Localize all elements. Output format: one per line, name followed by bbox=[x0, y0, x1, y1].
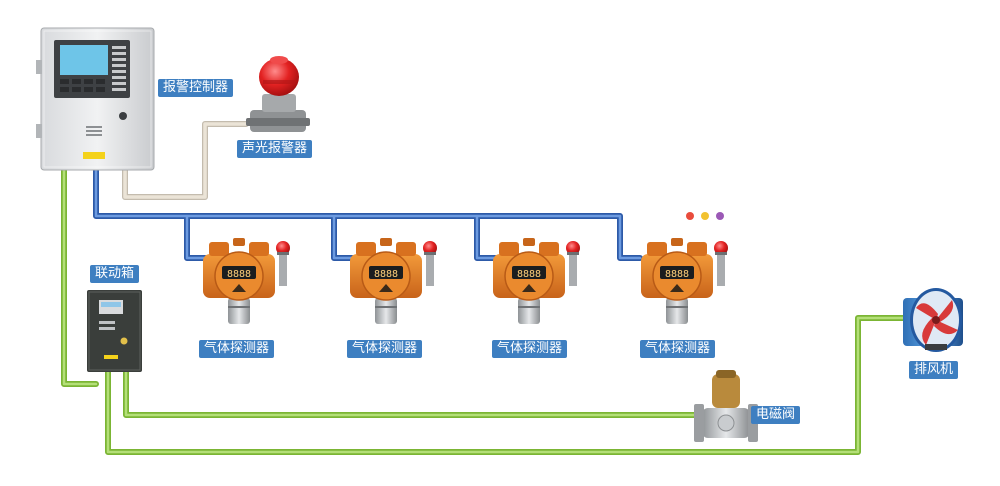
detector-4-readout: 8888 bbox=[665, 269, 689, 280]
label-solenoid-valve: 电磁阀 bbox=[751, 406, 801, 424]
label-gas-detector-3: 气体探测器 bbox=[492, 340, 568, 358]
solenoid-valve-icon bbox=[694, 370, 758, 442]
detector-2-readout: 8888 bbox=[374, 269, 398, 280]
strobe-alarm-icon bbox=[246, 56, 310, 132]
label-strobe-alarm: 声光报警器 bbox=[237, 140, 313, 158]
indicator-dots bbox=[686, 212, 724, 220]
detector-1-readout: 8888 bbox=[227, 269, 251, 280]
detector-3-readout: 8888 bbox=[517, 269, 541, 280]
label-exhaust-fan: 排风机 bbox=[909, 361, 959, 379]
gas-detector-3-icon: 8888 bbox=[492, 237, 581, 325]
linkage-power-line bbox=[61, 167, 908, 455]
label-gas-detector-4: 气体探测器 bbox=[640, 340, 716, 358]
alarm-controller-icon bbox=[36, 27, 155, 171]
signal-wire bbox=[122, 121, 249, 200]
detector-bus-line bbox=[93, 167, 643, 261]
label-gas-detector-1: 气体探测器 bbox=[199, 340, 275, 358]
label-linkage-box: 联动箱 bbox=[90, 265, 140, 283]
indicator-dot-red bbox=[686, 212, 694, 220]
gas-detector-4-icon: 8888 bbox=[640, 237, 729, 325]
label-gas-detector-2: 气体探测器 bbox=[347, 340, 423, 358]
gas-detector-2-icon: 8888 bbox=[349, 237, 438, 325]
gas-detector-1-icon: 8888 bbox=[202, 237, 291, 325]
label-alarm-controller: 报警控制器 bbox=[158, 79, 234, 97]
linkage-box-icon bbox=[87, 290, 142, 372]
indicator-dot-yellow bbox=[701, 212, 709, 220]
indicator-dot-purple bbox=[716, 212, 724, 220]
exhaust-fan-icon bbox=[903, 288, 963, 352]
